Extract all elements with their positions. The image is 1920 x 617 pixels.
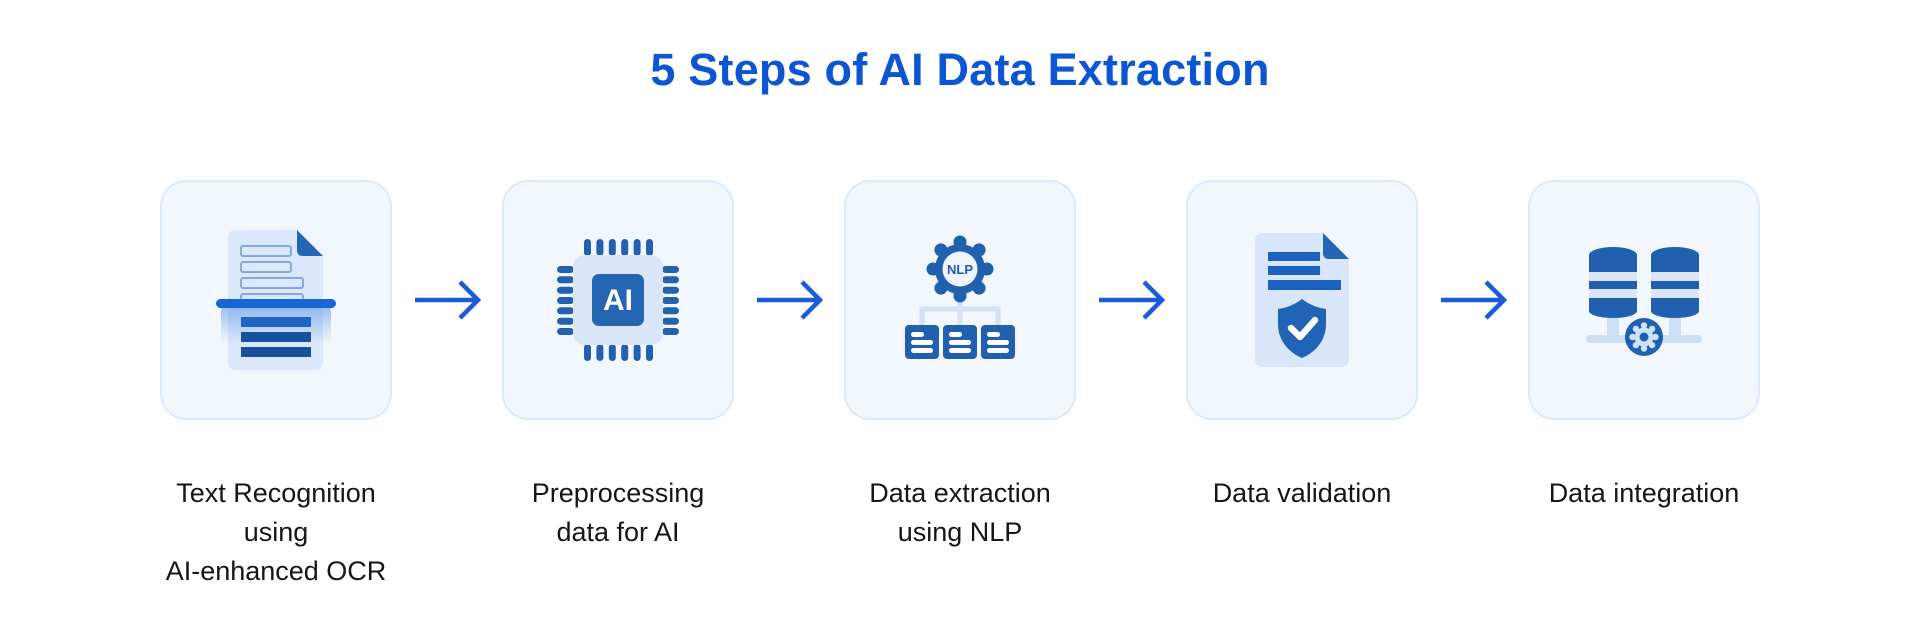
step-4: Data validation (1186, 180, 1418, 513)
arrow-right-icon (415, 280, 482, 320)
step-card: NLP (844, 180, 1076, 420)
step-label: Data extraction using NLP (869, 478, 1051, 547)
document-shield-check-icon (1255, 233, 1349, 367)
ai-processor-chip-icon: AI (557, 239, 679, 361)
ai-chip-text: AI (603, 284, 633, 317)
step-5: Data integration (1528, 180, 1760, 513)
step-label: Data integration (1548, 478, 1740, 508)
database-gear-icon (1586, 247, 1702, 356)
step-1: Text Recognition using AI-enhanced OCR (160, 180, 392, 591)
step-label: Data validation (1212, 478, 1392, 508)
nlp-gear-text: NLP (947, 262, 973, 277)
step-card (160, 180, 392, 420)
gear-shape (1625, 318, 1663, 356)
step-label: Text Recognition using AI-enhanced OCR (165, 478, 387, 586)
checkmark (1287, 316, 1319, 341)
step-card (1186, 180, 1418, 420)
step-card (1528, 180, 1760, 420)
shield-shape (1278, 299, 1326, 358)
step-3: NLP Data extraction using NLP (844, 180, 1076, 552)
arrow-right-icon (757, 280, 824, 320)
arrow-right-icon (1441, 280, 1508, 320)
step-label: Preprocessing data for AI (531, 478, 705, 547)
step-card: AI (502, 180, 734, 420)
nlp-gear-network-icon: NLP (905, 235, 1015, 359)
ocr-scanned-document-icon (216, 230, 336, 370)
step-2: AI Preprocessing data for AI (502, 180, 734, 552)
arrow-right-icon (1099, 280, 1166, 320)
page-title: 5 Steps of AI Data Extraction (650, 44, 1270, 95)
flow-row: Text Recognition using AI-enhanced OCR (160, 180, 1760, 591)
